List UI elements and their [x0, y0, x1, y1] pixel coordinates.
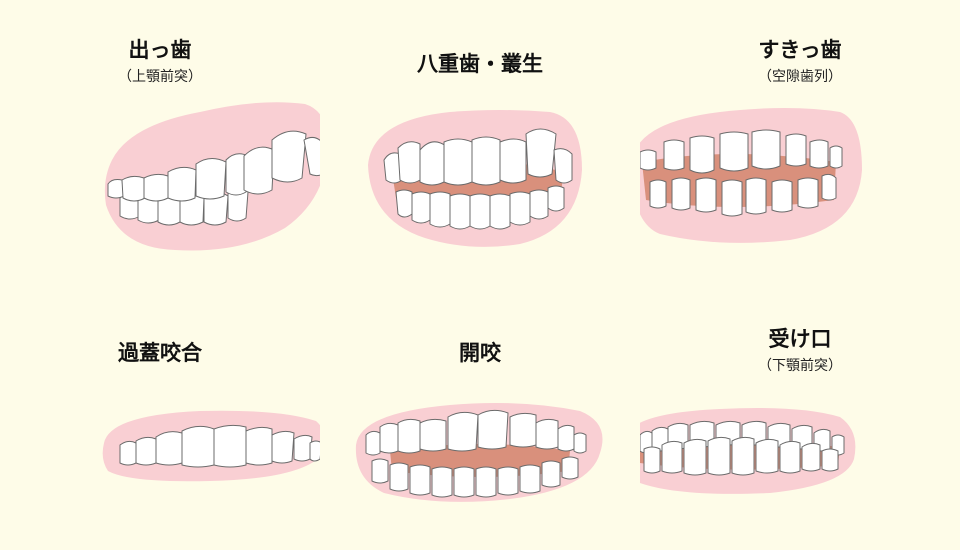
deep-bite-illustration: [102, 410, 320, 482]
panel-subtitle: （下顎前突）: [758, 358, 842, 374]
panel-spacing: すきっ歯 （空隙歯列）: [640, 0, 960, 275]
panel-overjet: 出っ歯 （上顎前突）: [0, 0, 320, 275]
open-bite-illustration: [355, 403, 603, 502]
spacing-illustration: [640, 108, 862, 243]
panel-title: 開咬: [459, 341, 501, 365]
panel-underbite: 受け口 （下顎前突）: [640, 275, 960, 550]
panel-subtitle: （上顎前突）: [118, 69, 202, 85]
panel-title: 過蓋咬合: [118, 341, 202, 365]
panel-open-bite: 開咬: [320, 275, 640, 550]
panel-title: 八重歯・叢生: [417, 52, 543, 76]
panel-subtitle: （空隙歯列）: [758, 69, 842, 85]
panel-title: すきっ歯: [758, 38, 842, 62]
overjet-illustration: [104, 102, 320, 251]
underbite-illustration: [640, 408, 856, 494]
panel-title: 受け口: [768, 327, 832, 351]
panel-title: 出っ歯: [128, 38, 192, 62]
crowding-illustration: [368, 110, 582, 247]
panel-crowding: 八重歯・叢生: [320, 0, 640, 275]
panel-deep-bite: 過蓋咬合: [0, 275, 320, 550]
